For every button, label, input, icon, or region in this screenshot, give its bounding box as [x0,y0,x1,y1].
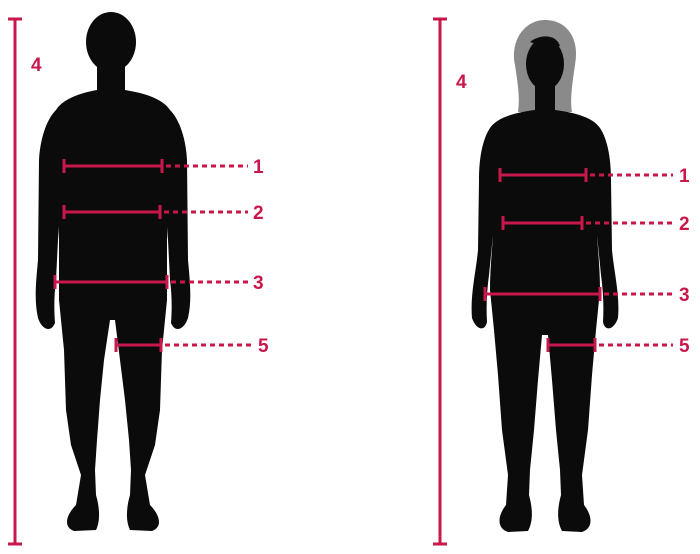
male-height-label: 4 [31,55,42,76]
female-chest-label: 1 [679,166,690,187]
male-chest-label: 1 [253,157,264,178]
male-hips-label: 3 [253,273,264,294]
female-thigh-label: 5 [679,336,690,357]
female-waist-label: 2 [679,214,690,235]
male-thigh-label: 5 [258,336,269,357]
female-hips-label: 3 [679,285,690,306]
male-waist-label: 2 [253,203,264,224]
female-height-label: 4 [456,72,467,93]
